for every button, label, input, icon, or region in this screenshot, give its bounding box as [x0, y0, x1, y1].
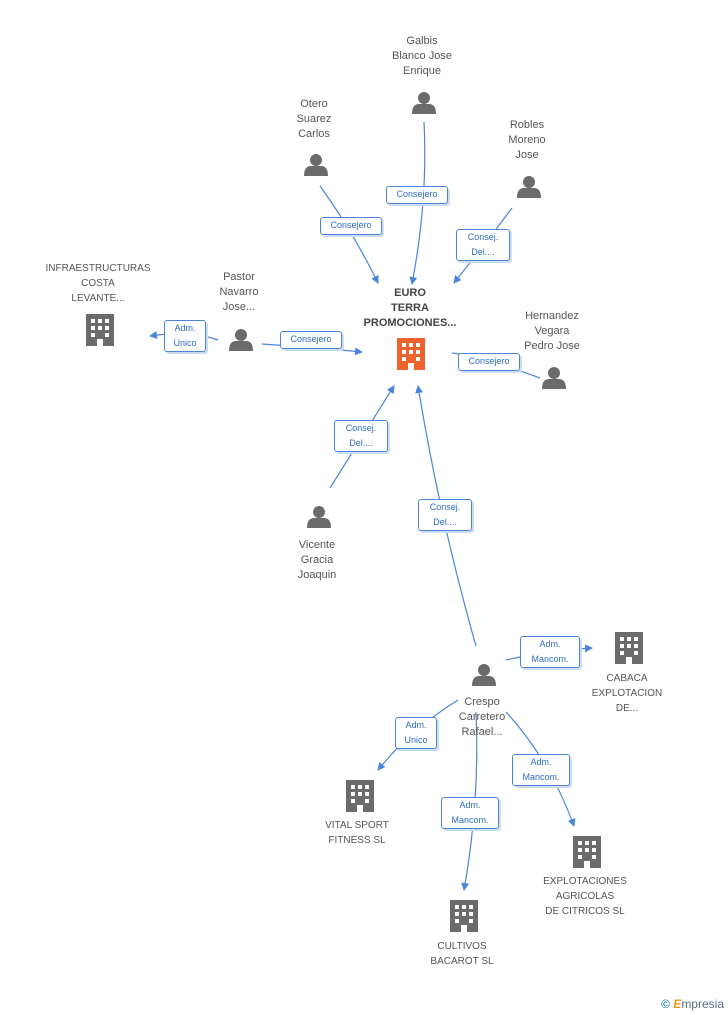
person-icon-crespo: [472, 664, 496, 686]
person-label-galbis[interactable]: Galbis Blanco Jose Enrique: [392, 35, 452, 77]
relation-label-hernandez: Consejero: [458, 353, 520, 371]
company-label-cabaca[interactable]: CABACA EXPLOTACION DE...: [591, 673, 663, 714]
building-icon-cabaca: [615, 632, 643, 664]
person-icon-pastor: [229, 329, 253, 351]
person-icon-galbis: [412, 92, 436, 114]
relation-label-vicente: Consej. Del....: [334, 420, 388, 452]
company-label-explot[interactable]: EXPLOTACIONES AGRICOLAS DE CITRICOS SL: [543, 876, 627, 917]
main-company-label[interactable]: EURO TERRA PROMOCIONES...: [363, 287, 457, 329]
logo-text: mpresia: [681, 997, 724, 1011]
person-icon-otero: [304, 154, 328, 176]
relation-label-crespo: Consej. Del....: [418, 499, 472, 531]
person-label-robles[interactable]: Robles Moreno Jose: [508, 119, 546, 161]
relation-label-vital: Adm. Unico: [395, 717, 437, 749]
relation-label-robles: Consej. Del....: [456, 229, 510, 261]
relation-label-cultivos: Adm. Mancom.: [441, 797, 499, 829]
building-icon-vital: [346, 780, 374, 812]
copyright-symbol: ©: [661, 997, 670, 1011]
relation-label-galbis: Consejero: [386, 186, 448, 204]
person-label-crespo[interactable]: Crespo Carretero Rafael...: [458, 696, 506, 738]
building-icon-cultivos: [450, 900, 478, 932]
person-icon-vicente: [307, 506, 331, 528]
relation-label-explot: Adm. Mancom.: [512, 754, 570, 786]
company-label-vital[interactable]: VITAL SPORT FITNESS SL: [325, 820, 389, 846]
person-label-otero[interactable]: Otero Suarez Carlos: [296, 98, 332, 140]
building-icon-main: [397, 338, 425, 370]
building-icon-infra: [86, 314, 114, 346]
building-icon-explot: [573, 836, 601, 868]
person-icon-hernandez: [542, 367, 566, 389]
company-label-cultivos[interactable]: CULTIVOS BACAROT SL: [430, 941, 494, 967]
relation-label-cabaca: Adm. Mancom.: [520, 636, 580, 668]
empresia-logo[interactable]: © Empresia: [661, 997, 724, 1011]
company-label-infra[interactable]: INFRAESTRUCTURAS COSTA LEVANTE...: [45, 263, 151, 304]
relation-label-otero: Consejero: [320, 217, 382, 235]
building-icons: [86, 314, 643, 932]
person-label-pastor[interactable]: Pastor Navarro Jose...: [219, 271, 259, 313]
person-label-hernandez[interactable]: Hernandez Vegara Pedro Jose: [524, 310, 580, 352]
person-icon-robles: [517, 176, 541, 198]
relation-label-infra: Adm. Unico: [164, 320, 206, 352]
logo-initial: E: [673, 997, 682, 1011]
relation-label-pastor: Consejero: [280, 331, 342, 349]
person-label-vicente[interactable]: Vicente Gracia Joaquin: [297, 539, 337, 581]
